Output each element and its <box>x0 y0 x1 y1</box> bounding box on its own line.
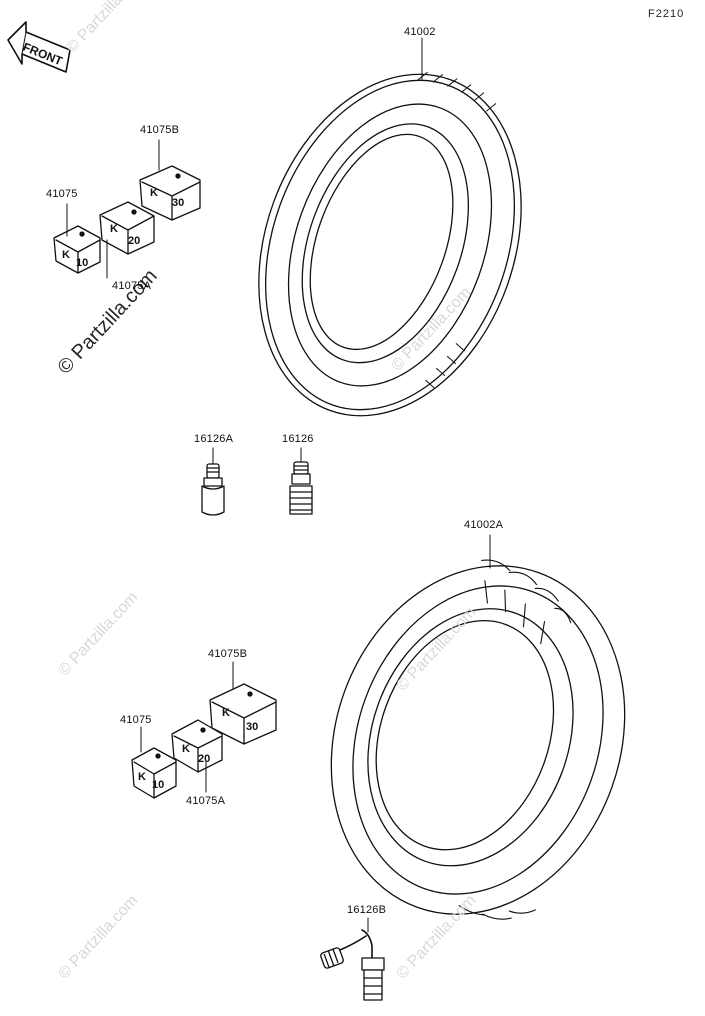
label-16126A: 16126A <box>194 433 234 445</box>
valve-16126B <box>320 929 385 1001</box>
weight-mark-30: 30 <box>172 197 184 209</box>
weight-mark-10: 10 <box>152 779 164 791</box>
balance-weight-41075A-lower <box>171 719 223 773</box>
valve-16126A <box>201 463 225 516</box>
label-41075-lower: 41075 <box>120 714 152 726</box>
tire-41002A <box>330 559 626 920</box>
figure-code: F2210 <box>648 8 685 20</box>
weight-mark-k: K <box>62 249 70 261</box>
label-tire-41002: 41002 <box>404 26 436 38</box>
weight-mark-10: 10 <box>76 257 88 269</box>
valve-16126 <box>289 461 313 515</box>
balance-weight-41075B-upper <box>139 165 201 221</box>
front-arrow-icon: FRONT <box>7 21 71 73</box>
weight-mark-k: K <box>138 771 146 783</box>
balance-weight-41075A-upper <box>99 201 155 255</box>
balance-weight-41075-lower <box>131 747 177 799</box>
weight-mark-k: K <box>150 187 158 199</box>
balance-weight-41075B-lower <box>209 683 277 745</box>
label-16126: 16126 <box>282 433 314 445</box>
weight-mark-k: K <box>182 743 190 755</box>
label-tire-41002A: 41002A <box>464 519 504 531</box>
label-41075-upper: 41075 <box>46 188 78 200</box>
weight-mark-k: K <box>222 707 230 719</box>
label-41075B-upper: 41075B <box>140 124 180 136</box>
label-16126B: 16126B <box>347 904 387 916</box>
label-41075B-lower: 41075B <box>208 648 248 660</box>
label-41075A-upper: 41075A <box>112 280 152 292</box>
tire-41002 <box>258 71 522 417</box>
weight-mark-30: 30 <box>246 721 258 733</box>
balance-weight-41075-upper <box>53 225 101 274</box>
weight-mark-20: 20 <box>198 753 210 765</box>
weight-mark-k: K <box>110 223 118 235</box>
label-41075A-lower: 41075A <box>186 795 226 807</box>
weight-mark-20: 20 <box>128 235 140 247</box>
